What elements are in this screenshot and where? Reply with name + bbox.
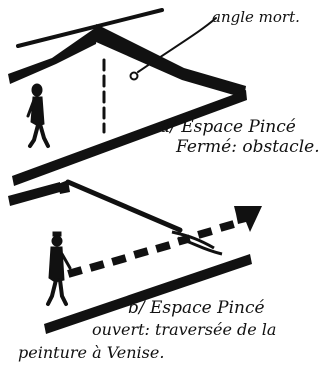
roof-left-slope [8, 26, 98, 84]
panel-b-caption-line2: ouvert: traversée de la [92, 320, 276, 339]
roof-right-slope [96, 24, 246, 98]
annotation-blind-angle: angle mort. [212, 8, 300, 26]
arrow-head [234, 206, 262, 232]
panel-a-caption-line1: a/ Espace Pincé [160, 117, 296, 137]
panel-b-caption-line3: peinture à Venise. [18, 343, 164, 362]
roof-b-left-slope [8, 182, 60, 206]
panel-a-caption-line2: Fermé: obstacle. [175, 137, 320, 157]
panel-a-closed-pinched-space [8, 10, 247, 186]
roof-b-right-slope [68, 182, 180, 230]
panel-b-caption-line1: b/ Espace Pincé [128, 298, 265, 318]
walking-figure-b [48, 232, 70, 304]
annotation-pointer-line [138, 18, 216, 72]
blind-spot-dot [131, 73, 138, 80]
walking-figure-a [28, 84, 48, 146]
